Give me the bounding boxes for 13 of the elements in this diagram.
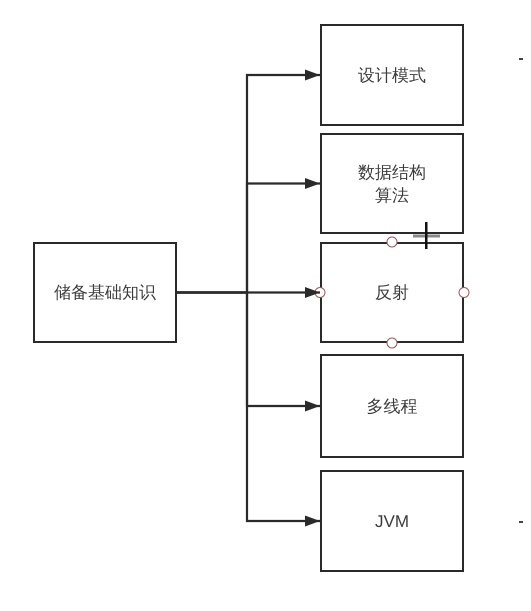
topic-label: JVM <box>375 510 409 532</box>
arrow <box>177 291 320 526</box>
topic-label: 设计模式 <box>358 64 426 86</box>
topic-box <box>320 354 464 458</box>
topic-label: 多线程 <box>366 396 418 418</box>
topic-box <box>320 242 464 343</box>
topic-label: 储备基础知识 <box>54 282 156 304</box>
topic-box <box>320 470 464 572</box>
topic-label: 反射 <box>375 282 409 304</box>
topic-box <box>33 242 177 343</box>
topic-box <box>320 133 464 234</box>
topic-box <box>320 24 464 126</box>
topic-label: 数据结构算法 <box>357 162 427 206</box>
